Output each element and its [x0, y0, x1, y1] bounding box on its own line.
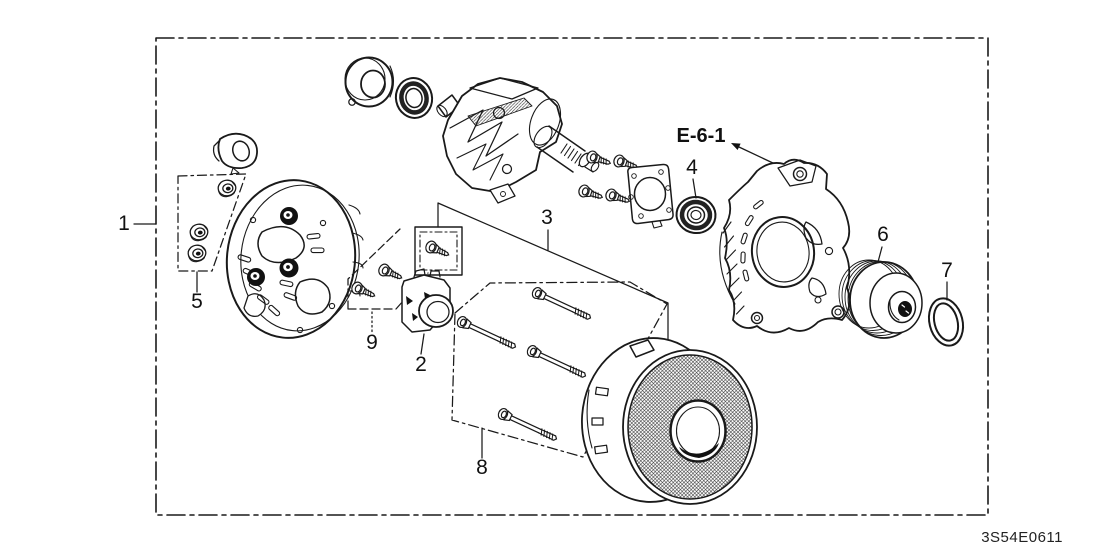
callout-8[interactable]: 8: [476, 456, 488, 479]
mounting-screw: [423, 238, 452, 261]
callout-6-leader: [877, 246, 883, 263]
through-bolt: [496, 406, 560, 445]
part-5-nut-group-box: [177, 173, 247, 293]
rotor-assembly: [436, 77, 600, 204]
mounting-screw: [576, 183, 605, 204]
diagram-border: [155, 37, 989, 516]
bearing-boss: [280, 207, 298, 225]
callout-4-leader: [692, 178, 697, 199]
front-end-bracket: [719, 158, 851, 334]
callout-9[interactable]: 9: [366, 331, 378, 354]
diagram-code: 3S54E0611: [981, 529, 1063, 546]
stator-winding: [627, 354, 753, 500]
callout-6[interactable]: 6: [877, 223, 889, 246]
through-bolt: [455, 314, 519, 353]
through-bolt: [530, 285, 594, 324]
front-ball-bearing: [675, 178, 717, 235]
part-3-screw-box: [414, 226, 463, 276]
terminal-insulator-cap: [212, 132, 258, 175]
voltage-regulator: [401, 268, 454, 355]
mounting-screw: [603, 187, 632, 208]
callout-3[interactable]: 3: [541, 206, 553, 229]
callout-2[interactable]: 2: [415, 353, 427, 376]
part-3-subassembly-leader: [414, 202, 669, 348]
part-8-bolt-group: [451, 281, 668, 459]
bearing-boss: [247, 268, 265, 286]
through-bolt: [525, 343, 589, 382]
flange-nut: [188, 222, 210, 243]
flange-nut: [216, 178, 238, 199]
pulley: [838, 246, 923, 339]
bearing-retainer-plate: [627, 163, 674, 229]
callout-4[interactable]: 4: [686, 156, 698, 179]
o-ring: [927, 281, 965, 347]
reference-label[interactable]: E-6-1: [677, 125, 726, 147]
callout-7[interactable]: 7: [941, 259, 953, 282]
bearing-boss: [279, 258, 299, 278]
rear-end-cover: [225, 179, 364, 339]
rear-ball-bearing: [394, 77, 434, 119]
stator-assembly: [581, 337, 758, 505]
callout-2-leader: [420, 333, 425, 355]
bearing-retainer-cover: [344, 56, 395, 108]
flange-nut: [186, 243, 208, 264]
callout-1[interactable]: 1: [118, 212, 130, 235]
mounting-screw: [376, 261, 405, 284]
callout-5[interactable]: 5: [191, 290, 203, 313]
mounting-screw: [349, 279, 378, 302]
